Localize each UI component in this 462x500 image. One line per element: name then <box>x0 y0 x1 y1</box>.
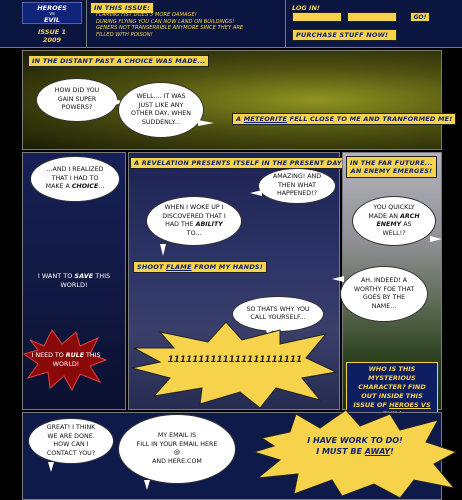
emphasis: RULE <box>65 352 85 359</box>
bubble-text: ...AND I REALIZED THAT I HAD TO MAKE A <box>45 166 104 191</box>
emphasis: SAVE <box>74 272 94 280</box>
text: I NEED TO <box>31 352 66 359</box>
caption-emphasis: FLAME <box>166 263 192 271</box>
bubble-tail <box>250 190 262 196</box>
email-domain-hint[interactable]: AND HERE.COM <box>152 457 202 465</box>
email-label: MY EMAIL IS <box>157 432 197 439</box>
save-text: I WANT TO SAVE THIS WORLD! <box>28 272 120 290</box>
issue-label: ISSUE 1 <box>37 28 67 36</box>
rule-burst-shape <box>22 329 108 392</box>
flame-burst <box>131 321 338 409</box>
speech-bubble-thats: SO THATS WHY YOU CALL YOURSELF... <box>232 296 324 332</box>
logo-line1: HEROES <box>37 4 67 12</box>
logo-line3: EVIL <box>43 16 61 24</box>
future-caption: IN THE FAR FUTURE... AN ENEMY EMERGES! <box>346 156 437 178</box>
caption-line: AN ENEMY EMERGES! <box>350 167 433 175</box>
go-button[interactable]: GO! <box>410 12 430 22</box>
past-caption: IN THE DISTANT PAST A CHOICE WAS MADE... <box>28 55 210 67</box>
email-at: @ <box>173 449 181 456</box>
emphasis: AWAY <box>364 446 391 456</box>
caption-emphasis: METEORITE <box>243 115 288 123</box>
purchase-button[interactable]: PURCHASE STUFF NOW! <box>292 29 397 41</box>
speech-bubble-powers: HOW DID YOU GAIN SUPER POWERS? <box>36 78 118 122</box>
issue-note: FILLED WITH POISON! <box>96 31 153 38</box>
header-divider-left <box>86 0 87 48</box>
speech-bubble-choice: ...AND I REALIZED THAT I HAD TO MAKE A C… <box>30 156 120 202</box>
bubble-tail <box>112 98 124 106</box>
issue-year: 2009 <box>42 36 62 44</box>
present-caption: A REVELATION PRESENTS ITSELF IN THE PRES… <box>130 157 349 169</box>
bubble-text: YOU QUICKLY MADE AN <box>368 204 415 220</box>
bubble-emphasis: ARCH ENEMY <box>376 212 420 229</box>
text: I WANT TO <box>37 272 75 280</box>
text: ! <box>390 446 394 456</box>
bubble-tail <box>198 120 214 126</box>
caption-text: A <box>236 115 244 123</box>
caption-text: FROM MY HANDS! <box>191 263 263 271</box>
bubble-text: AS WELL!? <box>382 221 412 237</box>
bubble-text: WHEN I WOKE UP I DISCOVERED THAT I HAD T… <box>162 204 226 228</box>
password-field[interactable] <box>347 12 397 22</box>
rule-burst <box>22 329 108 392</box>
away-burst-shape <box>252 409 458 499</box>
away-line1: I HAVE WORK TO DO! <box>307 436 403 445</box>
login-label: LOG IN! <box>292 4 320 12</box>
bubble-tail <box>332 276 344 282</box>
bubble-tail <box>144 480 150 490</box>
in-this-issue-label: IN THIS ISSUE: <box>90 2 155 14</box>
caption-text: WHO IS THIS MYSTERIOUS CHARACTER? FIND O… <box>353 365 426 410</box>
bubble-tail <box>430 236 442 242</box>
issue-notes: FLAMING FIST DOES 3 MORE DAMAGE! DURING … <box>96 12 281 38</box>
speech-bubble-woke: WHEN I WOKE UP I DISCOVERED THAT I HAD T… <box>146 196 242 246</box>
away-line2: I MUST BE AWAY! <box>282 447 428 458</box>
flame-caption: SHOOT FLAME FROM MY HANDS! <box>133 261 267 273</box>
speech-bubble-amazing: AMAZING! AND THEN WHAT HAPPENED!? <box>258 168 336 204</box>
bubble-text: TO... <box>186 229 202 237</box>
bubble-emphasis: CHOICE <box>71 183 99 191</box>
bubble-text: ... <box>98 183 105 191</box>
speech-bubble-ah: AH, INDEED! A WORTHY FOE THAT GOES BY TH… <box>340 266 428 322</box>
rule-text: I NEED TO RULE THIS WORLD! <box>30 352 102 370</box>
caption-line: IN THE FAR FUTURE... <box>350 159 433 167</box>
meteorite-caption: A METEORITE FELL CLOSE TO ME AND TRANFOR… <box>232 113 457 125</box>
username-field[interactable] <box>292 12 342 22</box>
email-input-hint[interactable]: FILL IN YOUR EMAIL HERE <box>136 440 218 448</box>
burst-text: 1111111111111111111111 <box>167 355 303 365</box>
caption-text: FELL CLOSE TO ME AND TRANFORMED ME! <box>287 115 453 123</box>
speech-bubble-well: WELL.... IT WAS JUST LIKE ANY OTHER DAY,… <box>118 82 204 138</box>
issue-note: DURING FLYING YOU CAN NOW LAND ON BUILDI… <box>96 18 235 25</box>
away-text: I HAVE WORK TO DO! I MUST BE AWAY! <box>282 436 428 458</box>
logo[interactable]: HEROES vs EVIL <box>22 2 82 24</box>
bubble-emphasis: ABILITY <box>195 221 223 228</box>
text: THIS WORLD! <box>52 352 101 368</box>
away-burst <box>252 409 458 499</box>
issue-note: GENERS NOT TRANSERRIBLE ANYMORE SINCE TH… <box>96 25 244 31</box>
logo-line2: vs <box>49 11 55 17</box>
text: THIS WORLD! <box>60 272 111 290</box>
header-divider-right <box>285 0 286 48</box>
text: I MUST BE <box>316 446 365 456</box>
speech-bubble-great: GREAT! I THINK WE ARE DONE. HOW CAN I CO… <box>28 418 114 464</box>
speech-bubble-arch: YOU QUICKLY MADE AN ARCH ENEMY AS WELL!? <box>352 196 436 246</box>
caption-text: SHOOT <box>137 263 167 271</box>
bubble-tail <box>160 244 166 256</box>
speech-bubble-email: MY EMAIL IS FILL IN YOUR EMAIL HERE @ AN… <box>118 414 236 484</box>
bubble-text: WELL.... IT WAS JUST LIKE ANY OTHER DAY,… <box>131 93 191 126</box>
bubble-tail <box>48 462 54 472</box>
flame-burst-shape <box>131 321 338 409</box>
issue-note: FLAMING FIST DOES 3 MORE DAMAGE! <box>96 12 197 18</box>
